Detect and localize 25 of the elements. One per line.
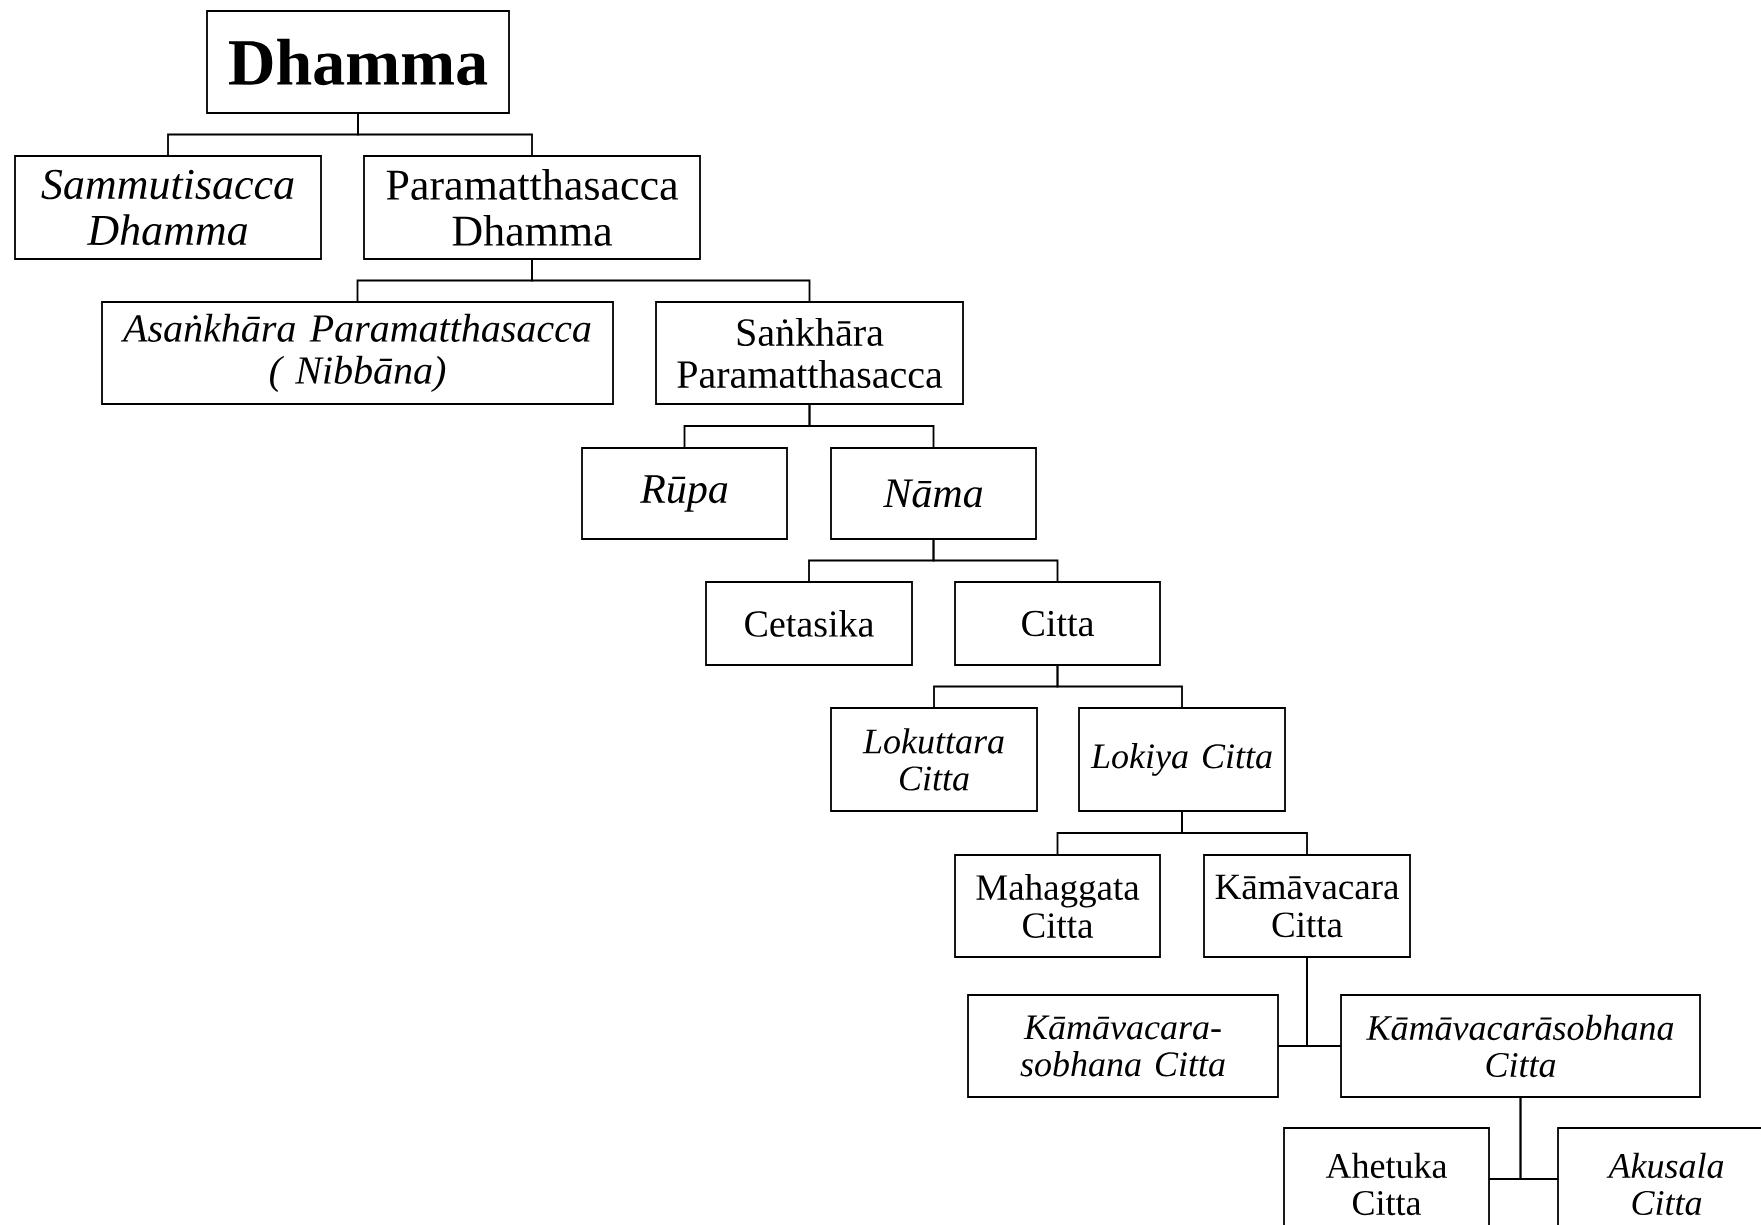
connector-line xyxy=(932,539,1059,582)
text-box: Rūpa xyxy=(581,447,788,540)
text-box: Cetasika xyxy=(705,581,913,666)
text-box: Akusala Citta xyxy=(1557,1127,1761,1225)
text-box: Nāma xyxy=(830,447,1037,540)
text-box: Saṅkhāra Paramatthasacca xyxy=(655,301,964,405)
text-box: Mahaggata Citta xyxy=(954,854,1161,958)
connector-line xyxy=(531,259,811,302)
text-box: Asaṅkhāra Paramatthasacca ( Nibbāna) xyxy=(101,301,614,405)
text-box: Lokiya Citta xyxy=(1078,707,1286,812)
text-box: Kāmāvacarāsobhana Citta xyxy=(1340,994,1701,1098)
connector-line xyxy=(1181,811,1308,855)
text-box: Lokuttara Citta xyxy=(830,707,1038,812)
connector-line xyxy=(1519,1097,1559,1180)
connector-line xyxy=(1306,957,1342,1047)
text-box: Citta xyxy=(954,581,1161,666)
text-box: Sammutisacca Dhamma xyxy=(14,155,322,260)
text-box: Ahetuka Citta xyxy=(1283,1127,1490,1225)
text-box: Paramatthasacca Dhamma xyxy=(363,155,701,260)
text-box: Dhamma xyxy=(206,10,510,114)
connector-line xyxy=(357,112,533,156)
connector-line xyxy=(1056,665,1183,708)
text-box: Kāmāvacara Citta xyxy=(1203,854,1411,958)
connector-line xyxy=(808,404,935,448)
text-box: Kāmāvacara- sobhana Citta xyxy=(967,994,1279,1098)
